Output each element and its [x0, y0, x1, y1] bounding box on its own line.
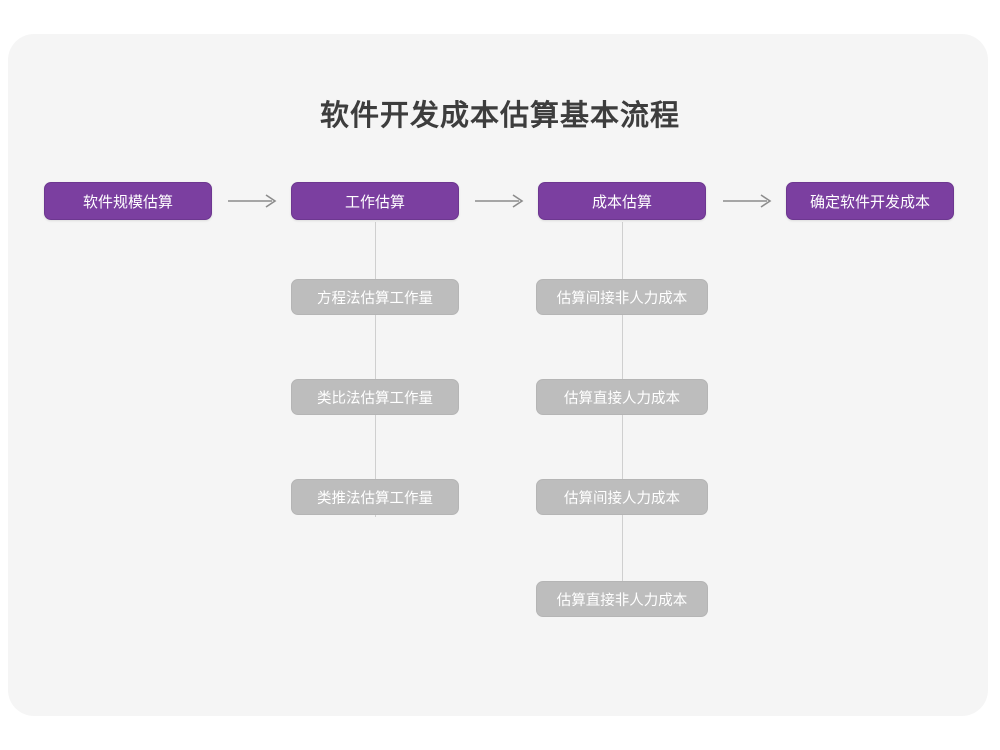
sub-step-label: 估算直接非人力成本	[556, 592, 688, 609]
sub-step-box-equation-method[interactable]: 方程法估算工作量	[291, 279, 459, 315]
sub-step-box-analogy-method[interactable]: 类比法估算工作量	[291, 379, 459, 415]
sub-step-label: 估算间接非人力成本	[556, 290, 688, 307]
connector-line-col2	[375, 222, 376, 517]
sub-step-box-indirect-labor-cost[interactable]: 估算间接人力成本	[536, 479, 708, 515]
sub-step-box-direct-nonlabor-cost[interactable]: 估算直接非人力成本	[536, 581, 708, 617]
step-label: 软件规模估算	[82, 193, 173, 211]
step-label: 确定软件开发成本	[809, 193, 930, 211]
sub-step-label: 估算直接人力成本	[564, 390, 680, 407]
sub-step-label: 估算间接人力成本	[564, 490, 680, 507]
arrow-1-icon	[228, 194, 277, 208]
page-title: 软件开发成本估算基本流程	[319, 100, 680, 132]
arrow-3-icon	[723, 194, 772, 208]
sub-step-label: 类推法估算工作量	[317, 490, 433, 507]
sub-step-label: 类比法估算工作量	[317, 390, 433, 407]
sub-step-box-inference-method[interactable]: 类推法估算工作量	[291, 479, 459, 515]
step-box-software-scale-estimation[interactable]: 软件规模估算	[44, 182, 212, 220]
connector-line-col3	[622, 222, 623, 617]
step-box-cost-estimation[interactable]: 成本估算	[538, 182, 706, 220]
step-box-work-estimation[interactable]: 工作估算	[291, 182, 459, 220]
sub-step-box-direct-labor-cost[interactable]: 估算直接人力成本	[536, 379, 708, 415]
step-label: 成本估算	[591, 193, 652, 211]
sub-step-label: 方程法估算工作量	[317, 290, 433, 307]
sub-step-box-indirect-nonlabor-cost[interactable]: 估算间接非人力成本	[536, 279, 708, 315]
step-box-determine-development-cost[interactable]: 确定软件开发成本	[786, 182, 954, 220]
content-card	[8, 34, 988, 716]
step-label: 工作估算	[344, 193, 405, 211]
arrow-2-icon	[475, 194, 524, 208]
